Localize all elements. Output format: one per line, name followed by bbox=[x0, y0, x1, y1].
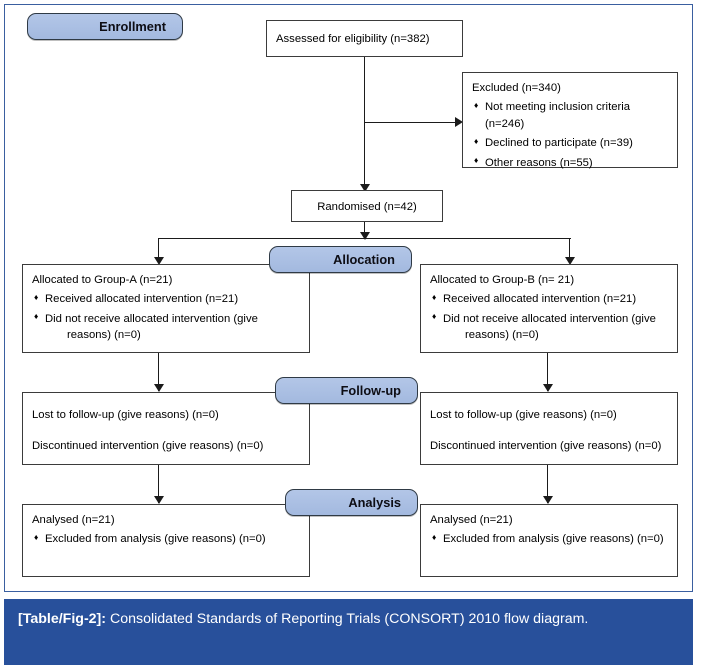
list-item: Excluded from analysis (give reasons) (n… bbox=[430, 531, 668, 547]
excluded-reason-list: Not meeting inclusion criteria (n=246) D… bbox=[472, 99, 668, 171]
arrow-into-excluded bbox=[455, 117, 463, 127]
assessed-text: Assessed for eligibility (n=382) bbox=[276, 33, 430, 45]
caption-text: Consolidated Standards of Reporting Tria… bbox=[109, 611, 589, 627]
box-analysis-right: Analysed (n=21) Excluded from analysis (… bbox=[420, 504, 678, 577]
analysis-left-list: Excluded from analysis (give reasons) (n… bbox=[32, 531, 300, 547]
list-item: Declined to participate (n=39) bbox=[472, 135, 668, 151]
followup-left-line2: Discontinued intervention (give reasons)… bbox=[32, 440, 264, 453]
list-item: Not meeting inclusion criteria (n=246) bbox=[472, 99, 668, 132]
connector-to-excluded bbox=[364, 122, 461, 123]
analysis-left-title: Analysed (n=21) bbox=[32, 514, 115, 526]
list-item: Other reasons (n=55) bbox=[472, 154, 668, 171]
stage-label-followup: Follow-up bbox=[340, 383, 401, 398]
stage-pill-analysis: Analysis bbox=[285, 489, 418, 516]
figure-caption-bar: [Table/Fig-2]: Consolidated Standards of… bbox=[4, 599, 693, 665]
arrow-into-allocation-right bbox=[565, 257, 575, 265]
randomised-text: Randomised (n=42) bbox=[317, 201, 417, 213]
allocation-right-item-text: Received allocated intervention (n=21) bbox=[443, 293, 637, 306]
connector-assessed-to-randomised bbox=[364, 57, 365, 190]
connector-split-left bbox=[158, 238, 159, 263]
allocation-right-list: Received allocated intervention (n=21) D… bbox=[430, 291, 668, 343]
arrow-into-allocation-left bbox=[154, 257, 164, 265]
arrow-into-followup-left bbox=[154, 384, 164, 392]
stage-pill-allocation: Allocation bbox=[269, 246, 412, 273]
stage-pill-followup: Follow-up bbox=[275, 377, 418, 404]
box-followup-left: Lost to follow-up (give reasons) (n=0) D… bbox=[22, 392, 310, 465]
list-item: Did not receive allocated intervention (… bbox=[32, 310, 300, 344]
allocation-right-title: Allocated to Group-B (n= 21) bbox=[430, 274, 575, 286]
stage-label-analysis: Analysis bbox=[348, 495, 401, 510]
connector-followup-to-analysis-left bbox=[158, 465, 159, 503]
list-item: Did not receive allocated intervention (… bbox=[430, 310, 668, 344]
excluded-reason-text: Not meeting inclusion criteria (n=246) bbox=[485, 101, 631, 130]
connector-split-right bbox=[569, 238, 570, 263]
analysis-left-item-text: Excluded from analysis (give reasons) (n… bbox=[45, 533, 266, 546]
allocation-left-title: Allocated to Group-A (n=21) bbox=[32, 274, 173, 286]
consort-diagram: Enrollment Assessed for eligibility (n=3… bbox=[0, 0, 701, 594]
box-allocation-group-a: Allocated to Group-A (n=21) Received all… bbox=[22, 264, 310, 353]
excluded-title: Excluded (n=340) bbox=[472, 82, 561, 94]
excluded-reason-text: Declined to participate (n=39) bbox=[485, 137, 633, 150]
box-excluded: Excluded (n=340) Not meeting inclusion c… bbox=[462, 72, 678, 171]
list-item: Received allocated intervention (n=21) bbox=[430, 291, 668, 307]
connector-allocation-to-followup-left bbox=[158, 353, 159, 391]
stage-label-enrollment: Enrollment bbox=[99, 19, 166, 34]
connector-randomised-down bbox=[364, 222, 365, 239]
arrow-into-followup-right bbox=[543, 384, 553, 392]
caption-label: [Table/Fig-2]: bbox=[18, 611, 107, 627]
analysis-right-item-text: Excluded from analysis (give reasons) (n… bbox=[443, 533, 664, 546]
allocation-right-item-cont: reasons) (n=0) bbox=[465, 329, 539, 342]
followup-right-line2: Discontinued intervention (give reasons)… bbox=[430, 440, 662, 453]
list-item: Excluded from analysis (give reasons) (n… bbox=[32, 531, 300, 547]
stage-label-allocation: Allocation bbox=[333, 252, 395, 267]
followup-right-line1: Lost to follow-up (give reasons) (n=0) bbox=[430, 409, 617, 421]
followup-left-line1: Lost to follow-up (give reasons) (n=0) bbox=[32, 409, 219, 421]
arrow-into-analysis-right bbox=[543, 496, 553, 504]
stage-pill-enrollment: Enrollment bbox=[27, 13, 183, 40]
list-item: Received allocated intervention (n=21) bbox=[32, 291, 300, 307]
allocation-left-list: Received allocated intervention (n=21) D… bbox=[32, 291, 300, 343]
allocation-left-item-text: Did not receive allocated intervention (… bbox=[45, 312, 258, 325]
excluded-reason-text: Other reasons (n=55) bbox=[485, 156, 593, 169]
allocation-right-item-text: Did not receive allocated intervention (… bbox=[443, 312, 656, 325]
allocation-left-item-text: Received allocated intervention (n=21) bbox=[45, 293, 239, 306]
allocation-split-bus bbox=[158, 238, 571, 239]
box-assessed-for-eligibility: Assessed for eligibility (n=382) bbox=[266, 20, 463, 57]
analysis-right-title: Analysed (n=21) bbox=[430, 514, 513, 526]
arrow-into-analysis-left bbox=[154, 496, 164, 504]
arrow-randomised-split bbox=[360, 232, 370, 240]
box-analysis-left: Analysed (n=21) Excluded from analysis (… bbox=[22, 504, 310, 577]
box-followup-right: Lost to follow-up (give reasons) (n=0) D… bbox=[420, 392, 678, 465]
analysis-right-list: Excluded from analysis (give reasons) (n… bbox=[430, 531, 668, 547]
box-randomised: Randomised (n=42) bbox=[291, 190, 443, 222]
connector-followup-to-analysis-right bbox=[547, 465, 548, 503]
arrow-into-randomised bbox=[360, 184, 370, 192]
allocation-left-item-cont: reasons) (n=0) bbox=[67, 329, 141, 342]
box-allocation-group-b: Allocated to Group-B (n= 21) Received al… bbox=[420, 264, 678, 353]
connector-allocation-to-followup-right bbox=[547, 353, 548, 391]
